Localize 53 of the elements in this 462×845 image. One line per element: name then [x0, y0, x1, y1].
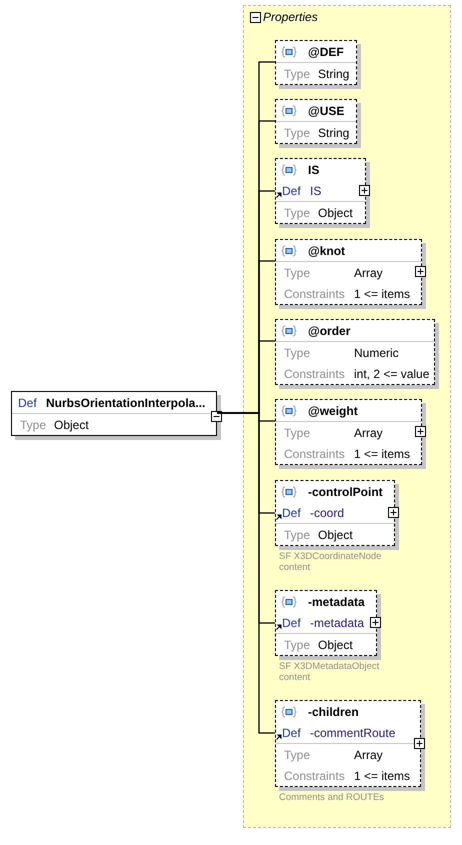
field-label: Type [284, 206, 310, 220]
field-value: Object [318, 206, 353, 220]
field-value: String [318, 126, 350, 140]
field-label: Constraints [284, 366, 345, 380]
field-value: Array [354, 266, 383, 280]
field-value: Numeric [354, 346, 399, 360]
element-name: -controlPoint [308, 484, 383, 498]
element-name: @knot [308, 244, 346, 258]
def-reference: IS [310, 184, 322, 198]
element-name: @order [308, 324, 350, 338]
field-label: Type [284, 66, 310, 80]
def-reference: -coord [310, 506, 344, 520]
def-label: Def [282, 616, 301, 630]
element-name: IS [308, 162, 320, 176]
field-label: Type [284, 748, 310, 762]
def-label: Def [282, 184, 301, 198]
field-label: Type [284, 426, 310, 440]
field-label: Type [284, 266, 310, 280]
field-value: String [318, 66, 350, 80]
field-label: Type [284, 528, 310, 542]
field-label: Constraints [284, 768, 345, 782]
node-caption: SF X3DMetadataObject content [279, 661, 380, 683]
field-value: 1 <= items [354, 768, 410, 782]
field-label: Type [20, 418, 46, 432]
field-value: Object [318, 638, 353, 652]
def-reference: -commentRoute [310, 726, 396, 740]
field-value: 1 <= items [354, 446, 410, 460]
group-heading: Properties [263, 10, 318, 24]
def-label: Def [18, 396, 37, 410]
field-label: Constraints [284, 286, 345, 300]
field-value: 1 <= items [354, 286, 410, 300]
field-label: Type [284, 346, 310, 360]
element-name: @USE [308, 104, 344, 118]
element-name: -metadata [308, 594, 365, 608]
def-label: Def [282, 506, 301, 520]
element-name: @weight [308, 404, 358, 418]
field-value: Object [54, 418, 89, 432]
field-value: int, 2 <= value [354, 366, 430, 380]
def-reference: -metadata [310, 616, 364, 630]
field-value: Array [354, 426, 383, 440]
element-name: @DEF [308, 44, 344, 58]
field-value: Array [354, 748, 383, 762]
node-caption: Comments and ROUTEs [279, 792, 386, 803]
field-value: Object [318, 528, 353, 542]
field-label: Type [284, 126, 310, 140]
def-label: Def [282, 726, 301, 740]
element-name: NurbsOrientationInterpola... [46, 396, 206, 410]
field-label: Constraints [284, 446, 345, 460]
field-label: Type [284, 638, 310, 652]
connector-line [217, 412, 275, 734]
element-name: -children [308, 704, 359, 718]
node-caption: SF X3DCoordinateNode content [279, 551, 382, 573]
group-panel [243, 5, 451, 828]
